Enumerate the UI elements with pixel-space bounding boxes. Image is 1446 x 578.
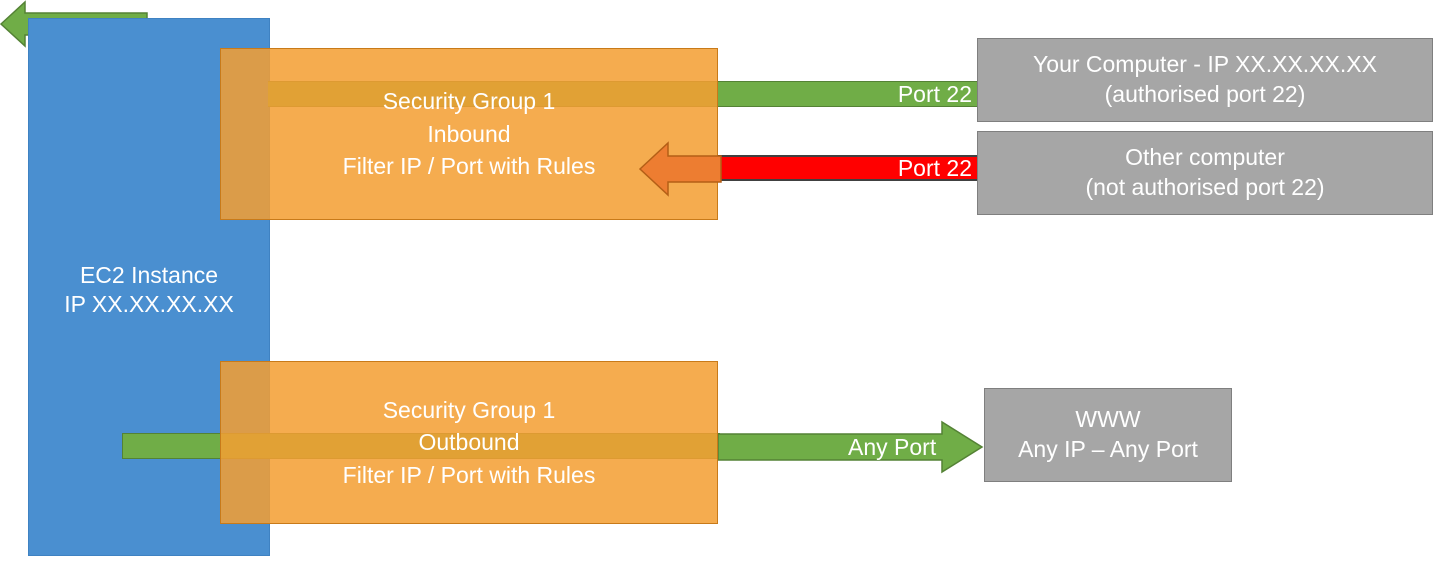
sg-inbound-line1: Security Group 1: [382, 88, 556, 115]
www-box: WWW Any IP – Any Port: [984, 388, 1232, 482]
your-computer-box: Your Computer - IP XX.XX.XX.XX (authoris…: [977, 38, 1433, 122]
outbound-allowed-arrow-icon: [718, 419, 984, 475]
ec2-instance-label-line2: IP XX.XX.XX.XX: [64, 291, 234, 318]
sg-outbound-line3: Filter IP / Port with Rules: [342, 461, 596, 488]
inbound-allowed-port-label: Port 22: [897, 80, 972, 107]
ec2-instance-label-line1: EC2 Instance: [79, 262, 219, 288]
inbound-blocked-port-label: Port 22: [897, 154, 972, 181]
security-group-inbound-panel: Security Group 1 Inbound Filter IP / Por…: [220, 48, 718, 220]
security-group-outbound-panel: Security Group 1 Outbound Filter IP / Po…: [220, 361, 718, 524]
www-line2: Any IP – Any Port: [1018, 436, 1198, 462]
www-line1: WWW: [1075, 406, 1141, 433]
inbound-blocked-bar: Port 22: [718, 155, 978, 181]
sg-outbound-line1: Security Group 1: [382, 396, 556, 423]
your-computer-line1: Your Computer - IP XX.XX.XX.XX: [1033, 51, 1377, 78]
other-computer-box: Other computer (not authorised port 22): [977, 131, 1433, 215]
sg-outbound-line2: Outbound: [418, 429, 520, 456]
other-computer-line1: Other computer: [1125, 144, 1285, 171]
inbound-allowed-bar: Port 22: [718, 81, 978, 107]
your-computer-line2: (authorised port 22): [1104, 81, 1306, 107]
other-computer-line2: (not authorised port 22): [1085, 174, 1325, 200]
sg-inbound-line2: Inbound: [427, 120, 511, 147]
inbound-blocked-arrow-icon: [638, 140, 722, 198]
sg-inbound-line3: Filter IP / Port with Rules: [342, 153, 596, 180]
outbound-port-label: Any Port: [848, 434, 937, 460]
